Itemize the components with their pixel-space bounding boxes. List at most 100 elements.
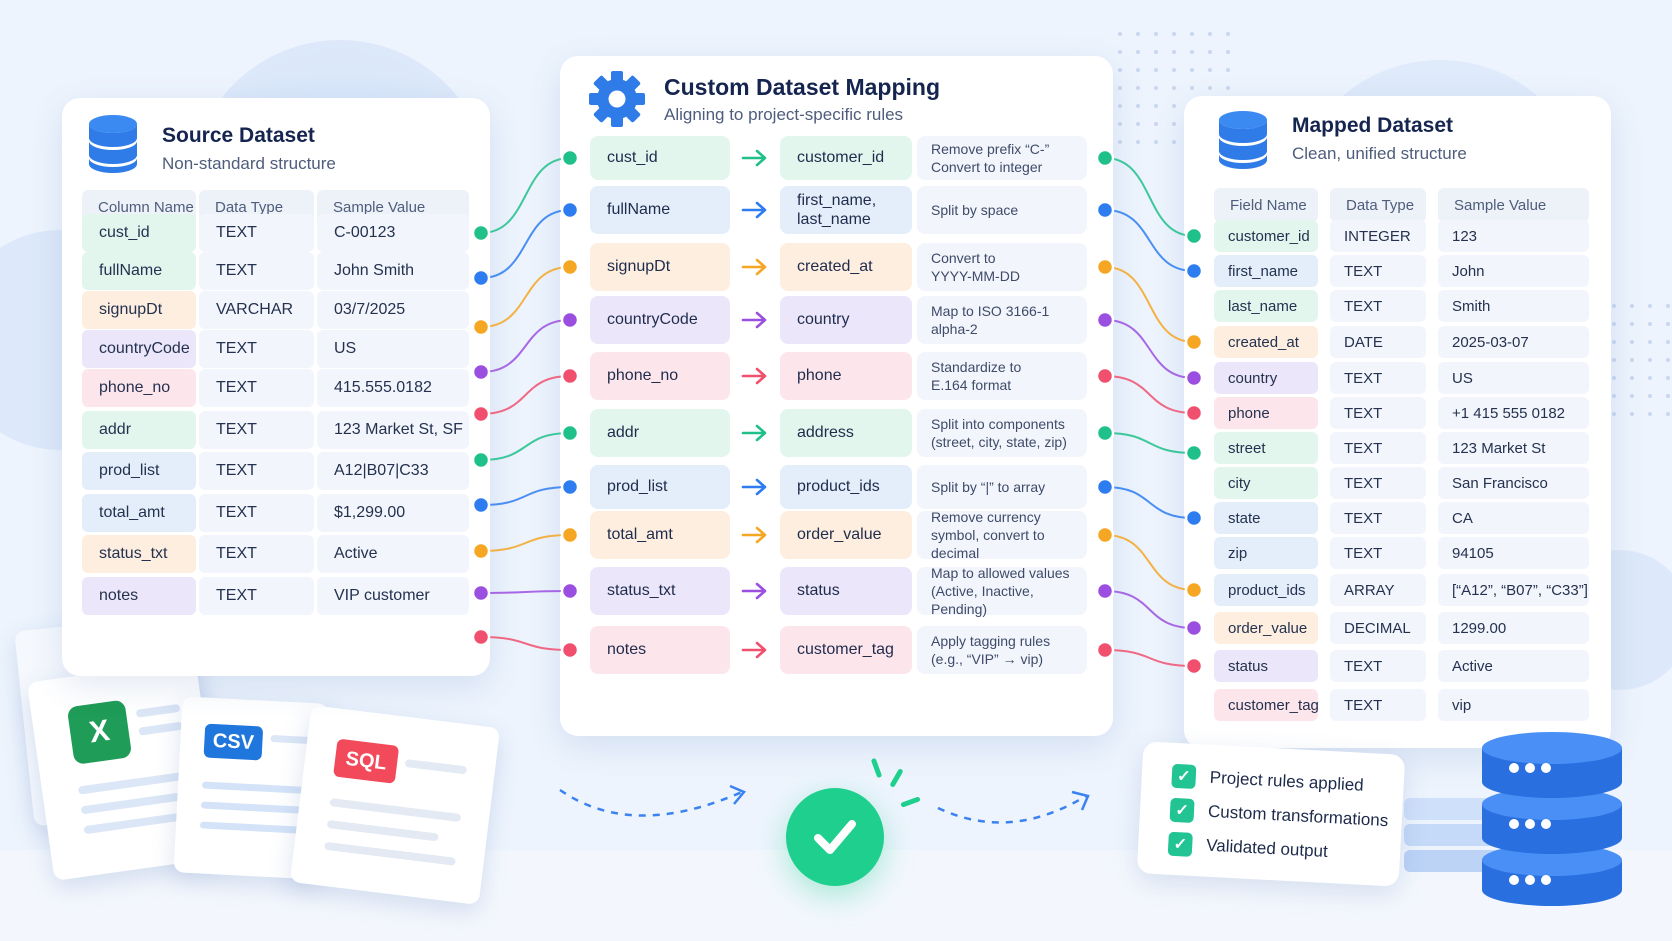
mapping-rule: Split into components (street, city, sta… [917,409,1087,457]
arrow-right-icon [741,641,767,659]
mapped-row-sample: 94105 [1438,537,1589,569]
field-header-type: Data Type [1330,188,1426,222]
mapped-row-name: customer_id [1214,220,1318,252]
mapped-row-name: city [1214,467,1318,499]
source-row-name: prod_list [82,452,196,490]
mapping-source-field: prod_list [590,465,730,509]
mapped-row-sample: 2025-03-07 [1438,326,1589,358]
database-icon [89,115,137,173]
sql-badge: SQL [333,738,400,784]
arrow-right-icon [741,424,767,442]
source-row-name: cust_id [82,214,196,252]
mapped-row-sample: [“A12”, “B07”, “C33”] [1438,574,1589,606]
mapped-row-type: INTEGER [1330,220,1426,252]
mapping-target-field: customer_id [780,136,912,180]
source-row-sample: $1,299.00 [317,494,469,532]
mapped-row-name: state [1214,502,1318,534]
mapped-row-sample: San Francisco [1438,467,1589,499]
database-stack-icon [1482,732,1622,906]
mapping-target-field: first_name, last_name [780,186,912,234]
mapped-row-type: TEXT [1330,537,1426,569]
arrow-right-icon [741,149,767,167]
mapped-row-name: street [1214,432,1318,464]
mapping-target-field: country [780,296,912,344]
mapping-rule: Map to allowed values (Active, Inactive,… [917,565,1087,617]
arrow-right-icon [741,311,767,329]
field-header-sample: Sample Value [1438,188,1589,222]
custom-mapping-panel: Custom Dataset Mapping Aligning to proje… [560,56,1113,736]
success-check-icon [786,788,884,886]
validation-checklist: ✓Project rules applied ✓Custom transform… [1136,741,1406,887]
source-row-sample: 123 Market St, SF [317,411,469,449]
mapping-rule: Split by space [917,186,1087,234]
mapped-row-sample: John [1438,255,1589,287]
mapped-row-name: customer_tag [1214,689,1319,721]
mapped-row-name: last_name [1214,290,1318,322]
arrow-right-icon [741,582,767,600]
mapping-target-field: phone [780,352,912,400]
source-row-sample: A12|B07|C33 [317,452,469,490]
mapping-source-field: total_amt [590,511,730,559]
mapped-row-name: order_value [1214,612,1318,644]
mapping-source-field: cust_id [590,136,730,180]
mapped-title: Mapped Dataset [1292,114,1454,137]
mapped-row-type: TEXT [1330,650,1426,682]
arrow-right-icon [741,201,767,219]
source-row-sample: John Smith [317,252,469,290]
mapping-target-field: product_ids [780,465,912,509]
source-row-type: TEXT [199,214,314,252]
mapping-target-field: created_at [780,243,912,291]
mapped-row-sample: 123 Market St [1438,432,1589,464]
source-row-name: countryCode [82,330,196,368]
mapping-source-field: status_txt [590,567,730,615]
mapping-source-field: fullName [590,186,730,234]
mapped-row-name: status [1214,650,1318,682]
mapped-row-sample: Smith [1438,290,1589,322]
mapping-target-field: customer_tag [780,626,912,674]
source-row-sample: C-00123 [317,214,469,252]
mapped-row-sample: CA [1438,502,1589,534]
mapping-rule: Apply tagging rules (e.g., “VIP” → vip) [917,626,1087,674]
arrow-right-icon [741,367,767,385]
source-row-type: TEXT [199,369,314,407]
mapping-subtitle: Aligning to project-specific rules [664,105,904,124]
arrow-right-icon [741,526,767,544]
mapping-rule: Remove currency symbol, convert to decim… [917,509,1087,561]
mapped-row-type: ARRAY [1330,574,1426,606]
source-row-name: addr [82,411,196,449]
mapped-row-sample: vip [1438,689,1589,721]
mapping-source-field: addr [590,409,730,457]
mapped-row-sample: Active [1438,650,1589,682]
arrow-right-icon [741,478,767,496]
check-icon: ✓ [1171,763,1197,789]
mapping-target-field: order_value [780,511,912,559]
paper-stack-icon [1404,798,1514,888]
mapped-row-name: created_at [1214,326,1318,358]
mapping-rule: Split by “|” to array [917,465,1087,509]
source-row-type: TEXT [199,452,314,490]
source-row-name: phone_no [82,369,196,407]
mapping-source-field: notes [590,626,730,674]
database-icon [1219,111,1267,169]
mapped-row-name: zip [1214,537,1318,569]
mapped-row-type: TEXT [1330,290,1426,322]
source-row-type: TEXT [199,411,314,449]
mapped-row-sample: US [1438,362,1589,394]
sql-file-icon: SQL [289,705,501,905]
source-row-sample: 03/7/2025 [317,291,469,329]
flow-arrow-left [559,784,747,817]
mapped-row-type: TEXT [1330,689,1426,721]
source-row-type: TEXT [199,535,314,573]
source-row-name: fullName [82,252,196,290]
source-row-sample: Active [317,535,469,573]
source-row-type: TEXT [199,494,314,532]
mapped-subtitle: Clean, unified structure [1292,144,1467,163]
mapping-source-field: signupDt [590,243,730,291]
mapping-rule: Map to ISO 3166-1 alpha-2 [917,296,1087,344]
check-icon: ✓ [1169,797,1195,823]
mapped-row-name: phone [1214,397,1318,429]
mapped-row-name: first_name [1214,255,1318,287]
source-row-name: notes [82,577,196,615]
mapping-rule: Remove prefix “C-” Convert to integer [917,136,1087,180]
mapping-source-field: phone_no [590,352,730,400]
